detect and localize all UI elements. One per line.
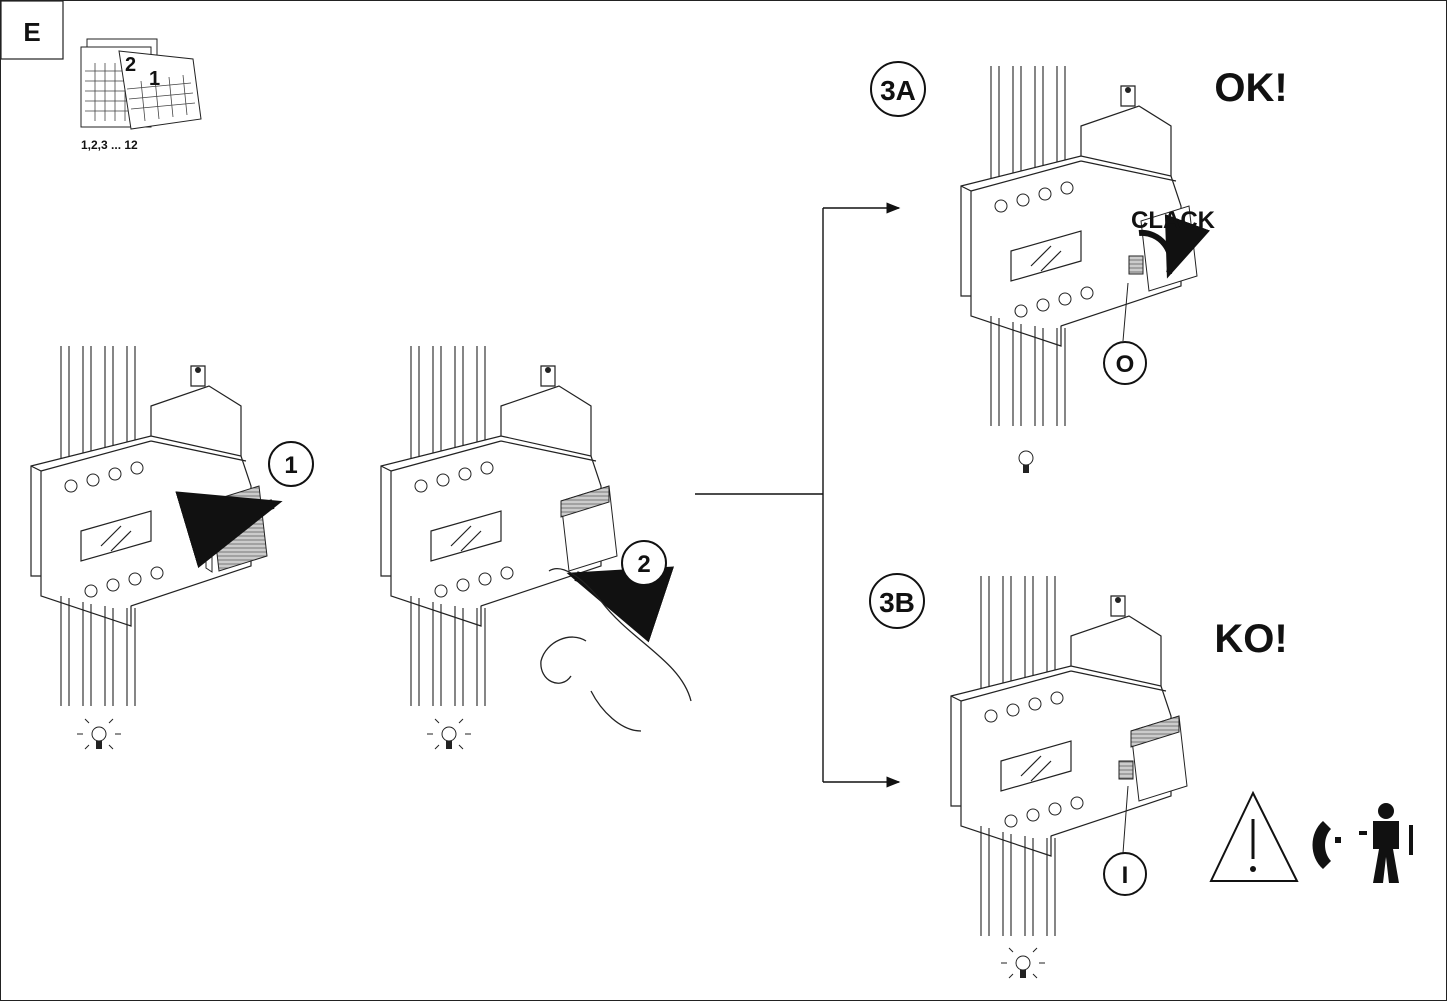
arrow-icon [1138,214,1210,279]
result-ok: OK! [1214,66,1287,110]
breaker-device-2 [380,345,618,707]
calendar-page-front: 1 [149,68,160,90]
technician-icon [1359,803,1413,883]
result-ko: KO! [1214,617,1287,661]
svg-text:1: 1 [284,452,297,479]
breaker-device-3b [950,575,1188,937]
calendar-icon: 2 1 1,2,3 ... 12 [80,38,202,152]
step-2-badge: 2 [621,540,667,586]
breaker-device-1 [30,345,268,707]
arrow-icon [566,566,675,643]
clack-label: CLACK [1131,207,1216,234]
step-3b-badge: 3B [869,573,925,629]
lever-off-badge: O [1103,341,1147,385]
branch-connector [695,202,901,788]
svg-text:3B: 3B [879,587,915,618]
lever-on-badge: I [1103,852,1147,896]
hand-icon [540,568,692,732]
section-label-box: E [1,1,64,60]
bulb-icon [77,718,121,750]
svg-text:3A: 3A [880,75,916,106]
svg-text:O: O [1116,351,1135,378]
bulb-icon [1018,450,1034,473]
bulb-icon [1001,947,1045,979]
step-1-badge: 1 [268,441,314,487]
lever-off [1128,255,1144,275]
breaker-device-3a [960,65,1198,427]
section-label: E [23,17,40,47]
test-button-pressed [210,485,268,572]
calendar-page-back: 2 [125,54,136,76]
warning-icon [1209,790,1299,882]
calendar-caption: 1,2,3 ... 12 [81,138,138,152]
bulb-icon [427,718,471,750]
step-3a-badge: 3A [870,61,926,117]
lever-on [1118,760,1134,780]
phone-icon [1312,821,1341,869]
arrow-icon [175,491,283,569]
svg-text:I: I [1122,862,1129,889]
svg-text:2: 2 [637,551,650,578]
